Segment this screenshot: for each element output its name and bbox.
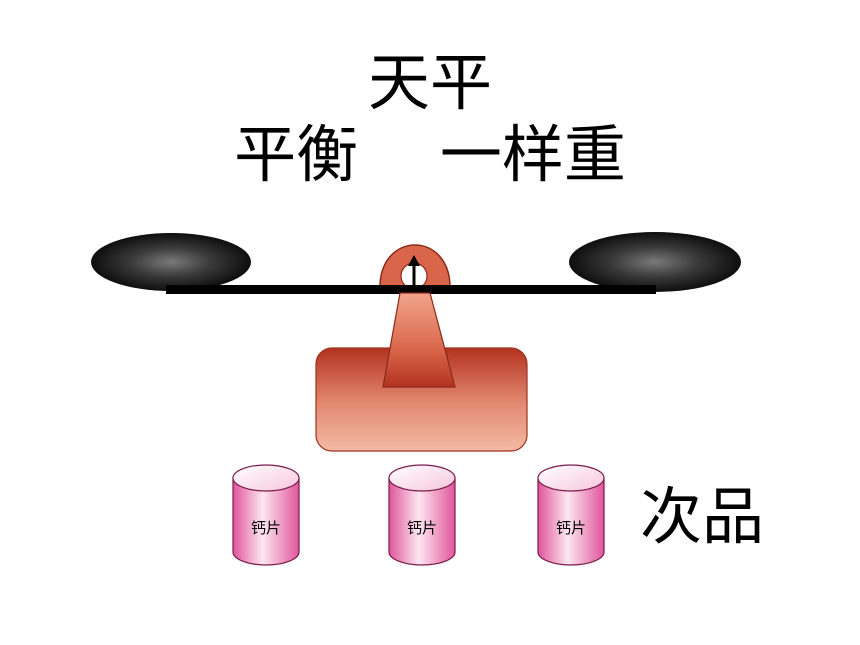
title-balanced-same-weight: 平衡 一样重 [234,118,626,191]
can-label: 钙片 [407,519,437,537]
balance-beam [166,285,656,294]
left-pan [91,233,251,291]
title-balance: 天平 [367,46,492,119]
defective-label: 次品 [640,480,765,553]
calcium-can-1: 钙片 [232,464,300,566]
calcium-can-2: 钙片 [388,464,456,566]
scale-post [382,292,456,388]
can-label: 钙片 [251,519,281,537]
right-pan [569,232,741,292]
pointer-arrow-icon [408,255,420,266]
calcium-can-3: 钙片 [537,464,605,566]
can-label: 钙片 [556,519,586,537]
